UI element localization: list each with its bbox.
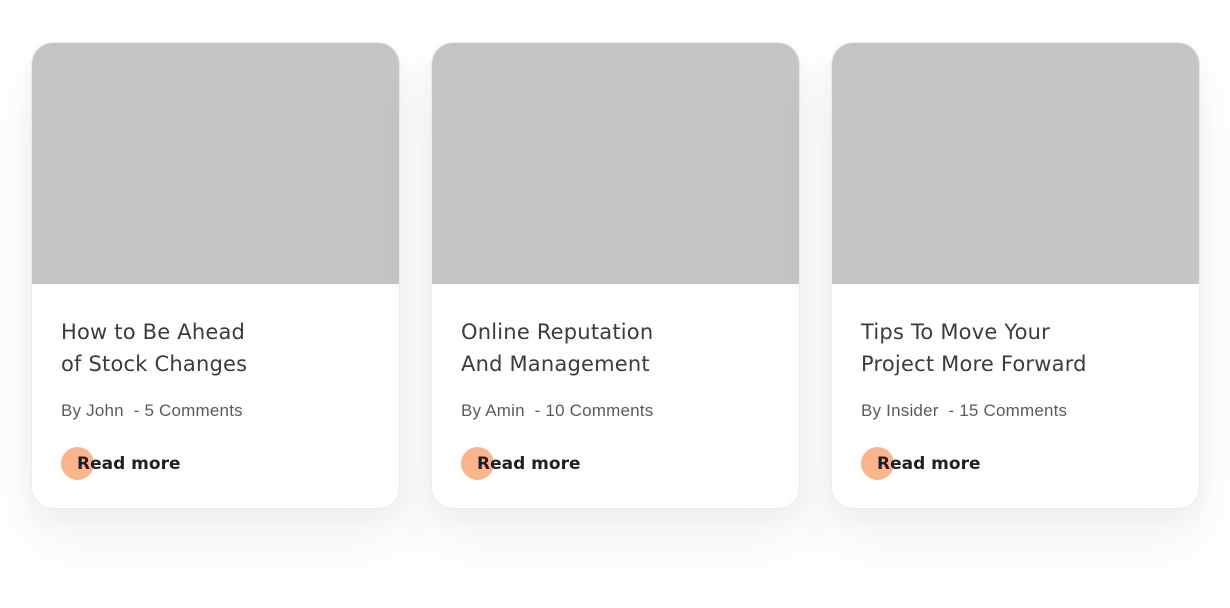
card-comments-count: - 15 Comments <box>948 401 1068 420</box>
read-more-label: Read more <box>77 453 181 474</box>
card-meta: By John - 5 Comments <box>61 401 370 421</box>
card-image-placeholder[interactable] <box>832 43 1199 284</box>
card-title-line-2: Project More Forward <box>861 352 1087 376</box>
blog-card[interactable]: Tips To Move Your Project More Forward B… <box>831 42 1200 509</box>
card-title-line-2: of Stock Changes <box>61 352 248 376</box>
read-more-link[interactable]: Read more <box>461 447 581 480</box>
blog-card[interactable]: Online Reputation And Management By Amin… <box>431 42 800 509</box>
card-meta: By Amin - 10 Comments <box>461 401 770 421</box>
card-comments-count: - 10 Comments <box>534 401 654 420</box>
read-more-link[interactable]: Read more <box>861 447 981 480</box>
card-image-placeholder[interactable] <box>432 43 799 284</box>
card-title-line-1: Tips To Move Your <box>861 320 1050 344</box>
card-title-line-1: Online Reputation <box>461 320 654 344</box>
card-title[interactable]: Tips To Move Your Project More Forward <box>861 316 1161 380</box>
card-body: Online Reputation And Management By Amin… <box>432 284 799 421</box>
card-title[interactable]: How to Be Ahead of Stock Changes <box>61 316 361 380</box>
accent-dot-icon <box>461 447 494 480</box>
card-title[interactable]: Online Reputation And Management <box>461 316 761 380</box>
card-meta: By Insider - 15 Comments <box>861 401 1170 421</box>
read-more-link[interactable]: Read more <box>61 447 181 480</box>
accent-dot-icon <box>61 447 94 480</box>
blog-card-list: How to Be Ahead of Stock Changes By John… <box>31 42 1200 509</box>
blog-card[interactable]: How to Be Ahead of Stock Changes By John… <box>31 42 400 509</box>
card-image-placeholder[interactable] <box>32 43 399 284</box>
card-title-line-2: And Management <box>461 352 650 376</box>
card-title-line-1: How to Be Ahead <box>61 320 246 344</box>
card-comments-count: - 5 Comments <box>133 401 243 420</box>
read-more-label: Read more <box>877 453 981 474</box>
card-author: By John <box>61 401 124 420</box>
card-body: Tips To Move Your Project More Forward B… <box>832 284 1199 421</box>
card-author: By Amin <box>461 401 525 420</box>
read-more-label: Read more <box>477 453 581 474</box>
accent-dot-icon <box>861 447 894 480</box>
card-body: How to Be Ahead of Stock Changes By John… <box>32 284 399 421</box>
card-author: By Insider <box>861 401 939 420</box>
